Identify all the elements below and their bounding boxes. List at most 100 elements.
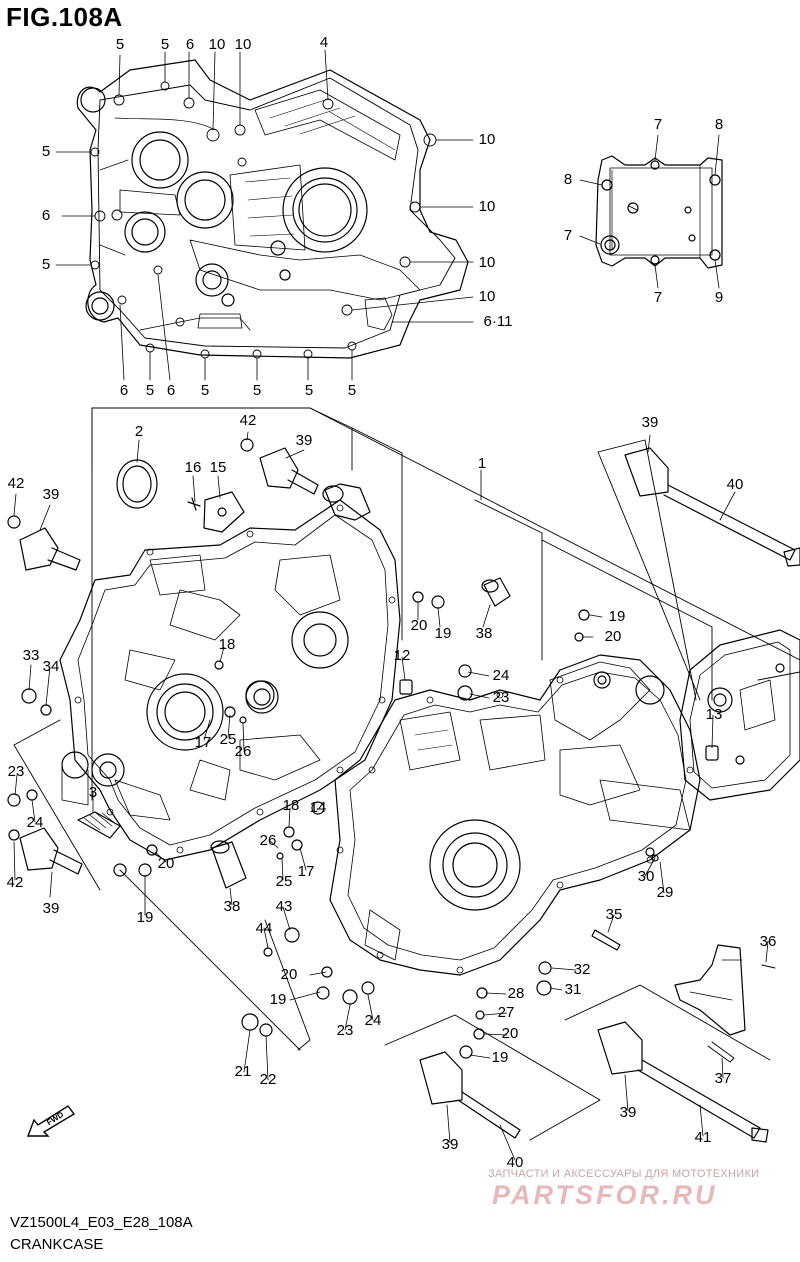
callout-label: 10 <box>478 131 496 148</box>
callout-label: 5 <box>145 382 155 399</box>
callout-label: 40 <box>726 476 744 493</box>
callout-label: 6 <box>166 382 176 399</box>
callout-label: 42 <box>239 412 257 429</box>
callout-label: 41 <box>694 1129 712 1146</box>
callout-label: 9 <box>714 289 724 306</box>
callout-label: 29 <box>656 884 674 901</box>
callout-label: 20 <box>280 966 298 983</box>
callout-label: 28 <box>507 985 525 1002</box>
callout-label: 13 <box>705 706 723 723</box>
callout-label: 18 <box>218 636 236 653</box>
callout-label: 39 <box>42 486 60 503</box>
callout-label: 39 <box>641 414 659 431</box>
callout-label: 19 <box>491 1049 509 1066</box>
callout-label: 44 <box>255 920 273 937</box>
callout-label: 10 <box>208 36 226 53</box>
callout-label: 20 <box>410 617 428 634</box>
callout-label: 42 <box>6 874 24 891</box>
callout-label: 6·11 <box>483 313 513 330</box>
callout-label: 40 <box>506 1154 524 1171</box>
callout-label: 19 <box>608 608 626 625</box>
callout-label: 5 <box>115 36 125 53</box>
forward-arrow-icon: FWD <box>26 1105 76 1137</box>
callout-label: 7 <box>653 116 663 133</box>
callout-label: 5 <box>41 143 51 160</box>
callout-label: 10 <box>234 36 252 53</box>
callout-label: 26 <box>234 743 252 760</box>
callout-label: 14 <box>309 799 327 816</box>
callout-label: 5 <box>200 382 210 399</box>
callout-label: 24 <box>492 667 510 684</box>
callout-label: 21 <box>234 1063 252 1080</box>
callout-label: 42 <box>7 475 25 492</box>
assembly-frame-lines <box>13 407 800 1141</box>
right-crankcase-half <box>329 629 800 976</box>
callout-label: 20 <box>157 855 175 872</box>
callout-label: 22 <box>259 1071 277 1088</box>
callout-label: 36 <box>759 933 777 950</box>
callout-label: 5 <box>252 382 262 399</box>
callout-label: 6 <box>119 382 129 399</box>
callout-label: 34 <box>42 658 60 675</box>
callout-label: 19 <box>269 991 287 1008</box>
callout-label: 10 <box>478 254 496 271</box>
callout-label: 35 <box>605 906 623 923</box>
callout-label: 39 <box>619 1104 637 1121</box>
callout-label: 19 <box>434 625 452 642</box>
callout-label: 6 <box>185 36 195 53</box>
callout-label: 15 <box>209 459 227 476</box>
callout-label: 24 <box>364 1012 382 1029</box>
leader-lines <box>13 431 769 1161</box>
callout-label: 18 <box>282 797 300 814</box>
callout-label: 19 <box>136 909 154 926</box>
callout-label: 23 <box>7 763 25 780</box>
figure-code: VZ1500L4_E03_E28_108A <box>10 1214 193 1231</box>
watermark-logo: PARTSFOR.RU <box>492 1180 718 1210</box>
callout-label: 37 <box>714 1070 732 1087</box>
callout-label: 10 <box>478 288 496 305</box>
callout-label: 20 <box>501 1025 519 1042</box>
callout-label: 3 <box>88 784 98 801</box>
figure-title: FIG.108A <box>6 2 123 32</box>
callout-label: 7 <box>653 289 663 306</box>
callout-label: 25 <box>275 873 293 890</box>
callout-label: 5 <box>41 256 51 273</box>
callout-label: 17 <box>297 863 315 880</box>
left-crankcase-half <box>59 499 401 877</box>
crankcase-face-view <box>55 49 474 381</box>
callout-label: 43 <box>275 898 293 915</box>
callout-label: 5 <box>347 382 357 399</box>
callout-label: 8 <box>563 171 573 188</box>
callout-label: 39 <box>295 432 313 449</box>
callout-label: 23 <box>492 689 510 706</box>
callout-label: 1 <box>477 455 487 472</box>
callout-label: 20 <box>604 628 622 645</box>
callout-label: 24 <box>26 814 44 831</box>
callout-label: 17 <box>194 734 212 751</box>
callout-label: 39 <box>42 900 60 917</box>
callout-label: 27 <box>497 1004 515 1021</box>
callout-label: 4 <box>319 34 329 51</box>
callout-label: 31 <box>564 981 582 998</box>
small-parts <box>77 459 776 1063</box>
callout-label: 12 <box>393 647 411 664</box>
callout-label: 26 <box>259 832 277 849</box>
callout-label: 23 <box>336 1022 354 1039</box>
callout-label: 16 <box>184 459 202 476</box>
figure-caption: CRANKCASE <box>10 1236 104 1253</box>
watermark-tagline: ЗАПЧАСТИ И АКСЕССУАРЫ ДЛЯ МОТОТЕХНИКИ <box>488 1168 760 1180</box>
callout-label: 39 <box>441 1136 459 1153</box>
callout-label: 7 <box>563 227 573 244</box>
callout-label: 6 <box>41 207 51 224</box>
callout-label: 25 <box>219 731 237 748</box>
callout-label: 2 <box>134 423 144 440</box>
callout-label: 38 <box>475 625 493 642</box>
callout-label: 38 <box>223 898 241 915</box>
callout-label: 8 <box>714 116 724 133</box>
callout-label: 5 <box>160 36 170 53</box>
callout-label: 5 <box>304 382 314 399</box>
cover-plate-view <box>579 134 723 289</box>
callout-label: 32 <box>573 961 591 978</box>
